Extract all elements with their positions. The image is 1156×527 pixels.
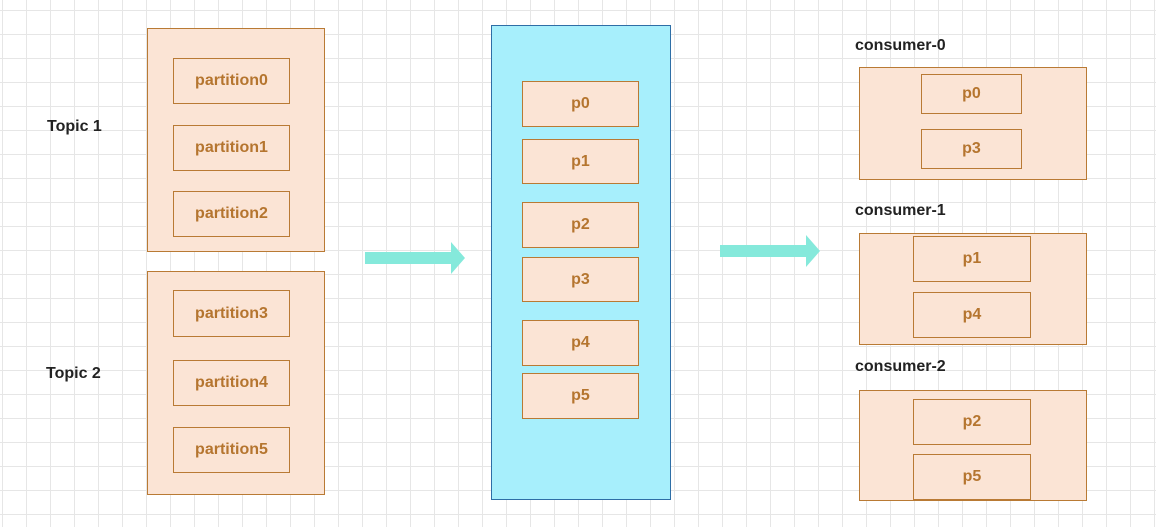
- arrow-right-icon: [720, 235, 820, 267]
- arrow-right-icon: [365, 242, 465, 274]
- topic-partition-box: partition2: [173, 191, 290, 237]
- topic-partition-box: partition4: [173, 360, 290, 406]
- consumer-1-label: consumer-1: [855, 202, 946, 219]
- consumer-partition-box: p4: [913, 292, 1031, 338]
- topic-partition-box: partition1: [173, 125, 290, 171]
- merged-partition-box: p1: [522, 139, 639, 184]
- consumer-0-label: consumer-0: [855, 37, 946, 54]
- consumer-partition-box: p0: [921, 74, 1022, 114]
- topic-1-label: Topic 1: [47, 118, 102, 135]
- merged-partition-box: p3: [522, 257, 639, 302]
- topic-2-label: Topic 2: [46, 365, 101, 382]
- merged-partition-box: p5: [522, 373, 639, 419]
- topic-partition-box: partition0: [173, 58, 290, 104]
- consumer-partition-box: p5: [913, 454, 1031, 500]
- merged-partition-box: p0: [522, 81, 639, 127]
- consumer-partition-box: p2: [913, 399, 1031, 445]
- consumer-2-label: consumer-2: [855, 358, 946, 375]
- topic-partition-box: partition5: [173, 427, 290, 473]
- merged-partition-box: p2: [522, 202, 639, 248]
- consumer-partition-box: p3: [921, 129, 1022, 169]
- merged-partition-box: p4: [522, 320, 639, 366]
- consumer-partition-box: p1: [913, 236, 1031, 282]
- topic-partition-box: partition3: [173, 290, 290, 337]
